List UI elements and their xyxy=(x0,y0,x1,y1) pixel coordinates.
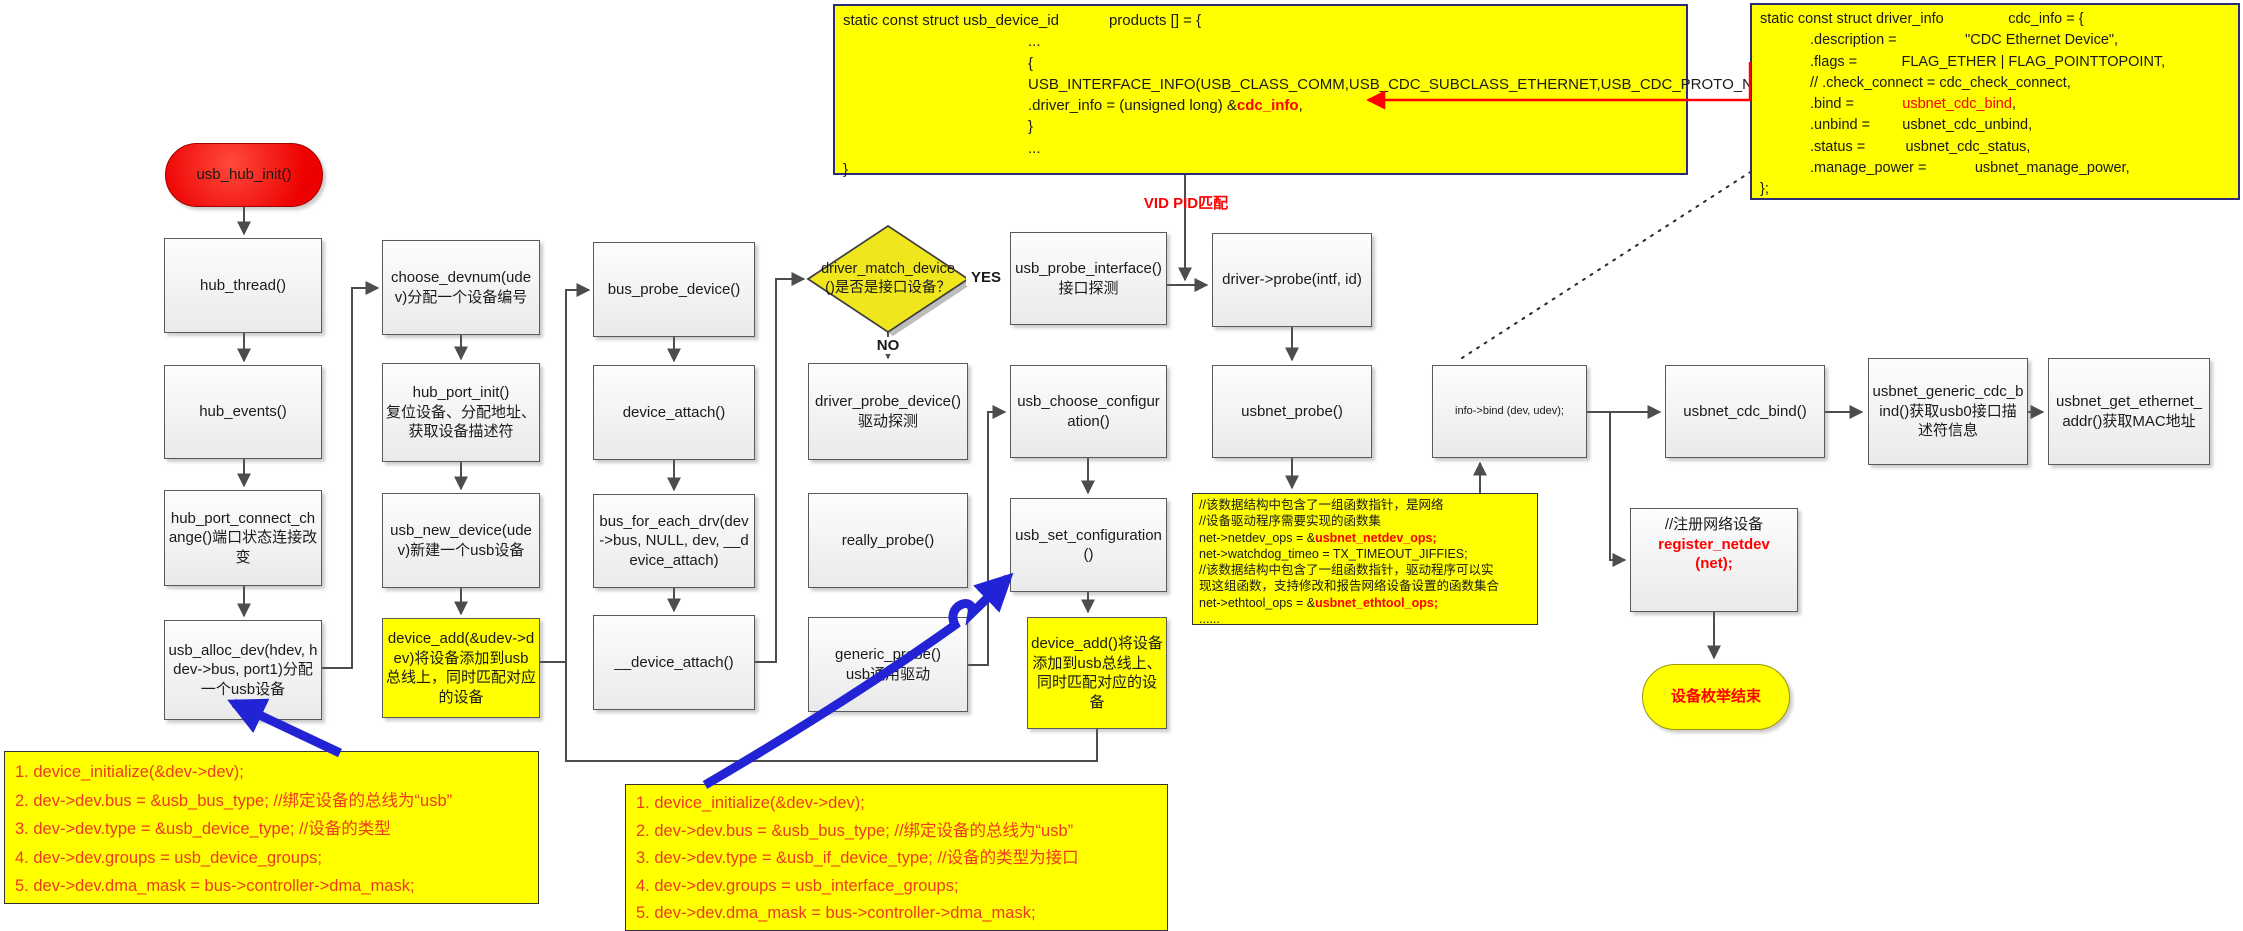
connector-deviceattach2-diamond xyxy=(755,272,806,663)
codebox-device-initialize-interface: 1. device_initialize(&dev->dev);2. dev->… xyxy=(625,784,1168,931)
connector-genericprobe-chooseconfig xyxy=(968,405,1007,666)
codebox-driver-info-cdc-info: static const struct driver_info cdc_info… xyxy=(1750,3,2240,200)
node-choose-devnum: choose_devnum(udev)分配一个设备编号 xyxy=(382,240,540,335)
node-bus-probe-device: bus_probe_device() xyxy=(593,242,755,337)
node-usb-choose-configuration: usb_choose_configuration() xyxy=(1010,365,1167,458)
node-driver-probe-device: driver_probe_device()驱动探测 xyxy=(808,363,968,460)
node-usbnet-probe: usbnet_probe() xyxy=(1212,365,1372,458)
node-usbnet-generic-cdc-bind: usbnet_generic_cdc_bind()获取usb0接口描述符信息 xyxy=(1868,358,2028,465)
node-device-add-udev: device_add(&udev->dev)将设备添加到usb总线上，同时匹配对… xyxy=(382,618,540,718)
node-bus-for-each-drv: bus_for_each_drv(dev->bus, NULL, dev, __… xyxy=(593,494,755,588)
label-no: NO xyxy=(866,337,910,354)
node-hub-thread: hub_thread() xyxy=(164,238,322,333)
node-usb-hub-init: usb_hub_init() xyxy=(165,143,323,207)
codebox-usb-device-id-products: static const struct usb_device_id produc… xyxy=(833,4,1795,178)
node-info-bind: info->bind (dev, udev); xyxy=(1432,365,1587,458)
node-usb-alloc-dev: usb_alloc_dev(hdev, hdev->bus, port1)分配一… xyxy=(164,620,322,720)
label-yes: YES xyxy=(966,269,1006,286)
connector-allocdev-choosedevnum xyxy=(322,281,380,669)
node-hub-events: hub_events() xyxy=(164,365,322,459)
node-device-add-interface: device_add()将设备添加到usb总线上、同时匹配对应的设备 xyxy=(1027,617,1167,729)
node-driver-match-device: driver_match_device()是否是接口设备？ xyxy=(821,261,955,296)
codebox-device-initialize-usb: 1. device_initialize(&dev->dev);2. dev->… xyxy=(4,751,539,904)
node-usbnet-get-ethernet-addr: usbnet_get_ethernet_addr()获取MAC地址 xyxy=(2048,358,2210,465)
node-usb-probe-interface: usb_probe_interface()接口探测 xyxy=(1010,232,1167,325)
node-usb-new-device: usb_new_device(udev)新建一个usb设备 xyxy=(382,493,540,588)
node-really-probe: really_probe() xyxy=(808,493,968,588)
node-generic-probe: generic_probe() usb通用驱动 xyxy=(808,617,968,712)
node-device-enum-end: 设备枚举结束 xyxy=(1642,664,1790,730)
node-device-attach-internal: __device_attach() xyxy=(593,615,755,710)
connector-branch-registernetdev xyxy=(1609,412,1627,567)
node-usbnet-cdc-bind: usbnet_cdc_bind() xyxy=(1665,365,1825,458)
node-hub-port-init: hub_port_init() 复位设备、分配地址、获取设备描述符 xyxy=(382,363,540,462)
node-usb-set-configuration: usb_set_configuration() xyxy=(1010,498,1167,592)
node-device-attach: device_attach() xyxy=(593,365,755,460)
label-vid-pid-match: VID PID匹配 xyxy=(1143,195,1229,212)
node-driver-probe: driver->probe(intf, id) xyxy=(1212,233,1372,327)
node-hub-port-connect-change: hub_port_connect_change()端口状态连接改变 xyxy=(164,490,322,586)
